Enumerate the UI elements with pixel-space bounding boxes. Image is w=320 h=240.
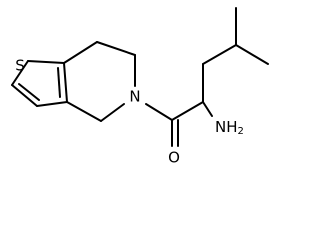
sulfur-atom-label: S <box>15 57 25 75</box>
structure-diagram: S N O NH2 <box>11 7 269 167</box>
bond-c3a-c7a-inner <box>57 67 61 98</box>
bond-c3-c3a <box>36 101 68 107</box>
bond-c7a-c7 <box>63 41 98 64</box>
piperidine-ring <box>63 41 136 122</box>
nitrogen-atom-label: N <box>129 88 140 106</box>
bond-calpha-nh2 <box>202 101 213 117</box>
molecule-svg: S N O NH2 <box>11 7 269 167</box>
amine-subscript: 2 <box>238 126 244 137</box>
bond-c7-c6 <box>96 41 136 56</box>
bond-s-c2 <box>11 60 29 86</box>
bond-c3a-c7a <box>63 62 68 103</box>
bond-ch2-ch <box>202 44 237 65</box>
thiophene-ring <box>11 60 68 107</box>
bond-n5-c-carbonyl <box>145 103 173 121</box>
bond-n5-c4 <box>100 103 125 122</box>
amine-label: NH2 <box>215 118 244 138</box>
bond-c2-c3-inner <box>18 83 40 101</box>
oxygen-atom-label: O <box>168 149 180 167</box>
bond-carbonyl-calpha <box>171 101 204 121</box>
bond-ch-me2 <box>235 44 269 65</box>
bond-s-c7a <box>27 60 65 64</box>
amine-nh-text: NH <box>215 118 238 136</box>
bond-c4-c3a <box>66 101 102 122</box>
bond-c2-c3 <box>11 84 38 107</box>
side-chain <box>145 7 269 147</box>
